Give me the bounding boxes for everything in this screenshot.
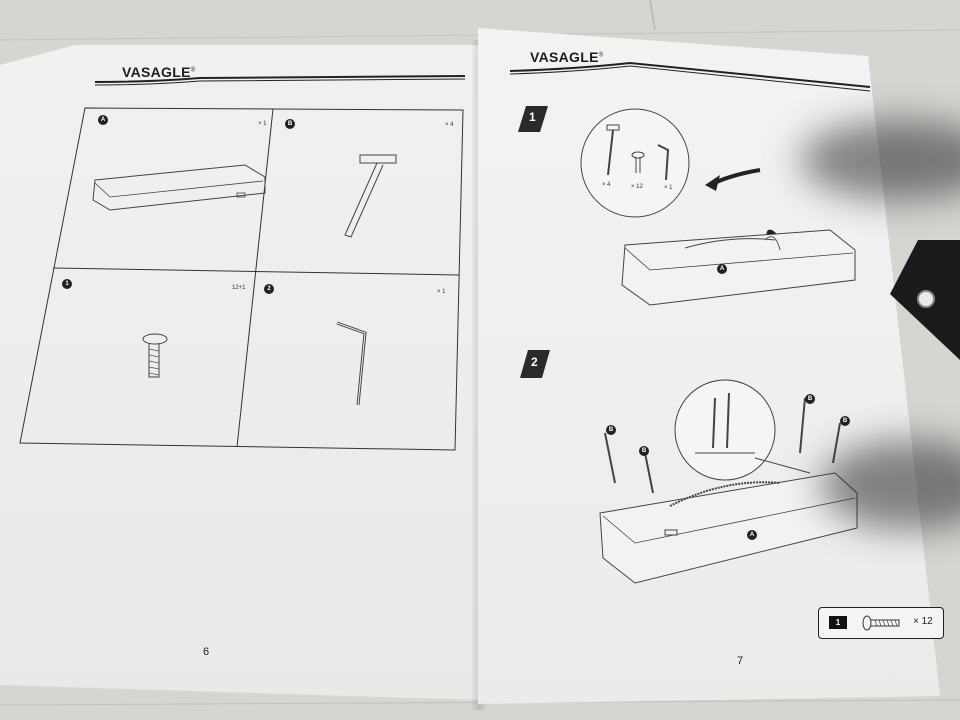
left-page-number: 6 — [203, 646, 210, 658]
part-a-box-drawing — [92, 164, 266, 211]
part-a-badge: A — [98, 115, 108, 125]
part-2-badge: 2 — [264, 284, 274, 294]
binder-clip-hole — [917, 290, 935, 308]
step-1-key-count: × 1 — [664, 185, 673, 191]
hand-shadow-top — [800, 120, 960, 200]
step-2-leg-badge-3: B — [805, 394, 815, 404]
step-1-marker — [518, 106, 548, 132]
brand-logo-right: VASAGLE® — [530, 49, 604, 65]
step-1-number: 1 — [529, 110, 536, 124]
step-1-leg-count: × 4 — [602, 182, 611, 188]
part-1-badge: 1 — [62, 279, 72, 289]
screw-icon — [862, 615, 900, 631]
step-1-illustration — [580, 108, 856, 306]
part-1-count: 12+1 — [232, 285, 246, 291]
left-page — [0, 45, 480, 700]
step-1-part-a-badge: A — [717, 264, 727, 274]
part-b-leg-drawing — [344, 154, 397, 238]
brand-logo-left: VASAGLE® — [122, 64, 196, 80]
part-2-hex-key-drawing — [336, 321, 367, 406]
step-2-leg-badge-1: B — [606, 425, 616, 435]
legend-quantity: × 12 — [913, 616, 933, 627]
hand-shadow-bottom — [820, 440, 960, 530]
parts-grid — [19, 107, 464, 451]
right-page-number: 7 — [737, 655, 744, 667]
step-2-leg-badge-2: B — [639, 446, 649, 456]
part-b-count: × 4 — [445, 122, 454, 128]
part-b-badge: B — [285, 119, 295, 129]
step-1-screw-count: × 12 — [631, 184, 643, 190]
step-2-marker — [520, 350, 550, 378]
header-stripes-right — [509, 61, 871, 92]
hardware-legend: 1 × 12 — [818, 607, 944, 639]
part-1-screw-drawing — [142, 333, 168, 378]
hand-sketch — [764, 236, 781, 251]
step-2-number: 2 — [531, 355, 538, 369]
legend-part-number: 1 — [829, 616, 847, 629]
header-stripes-left — [94, 75, 466, 86]
step-2-part-a-badge: A — [747, 530, 757, 540]
part-2-count: × 1 — [437, 289, 446, 295]
part-a-count: × 1 — [258, 121, 267, 127]
step-2-leg-badge-4: B — [840, 416, 850, 426]
